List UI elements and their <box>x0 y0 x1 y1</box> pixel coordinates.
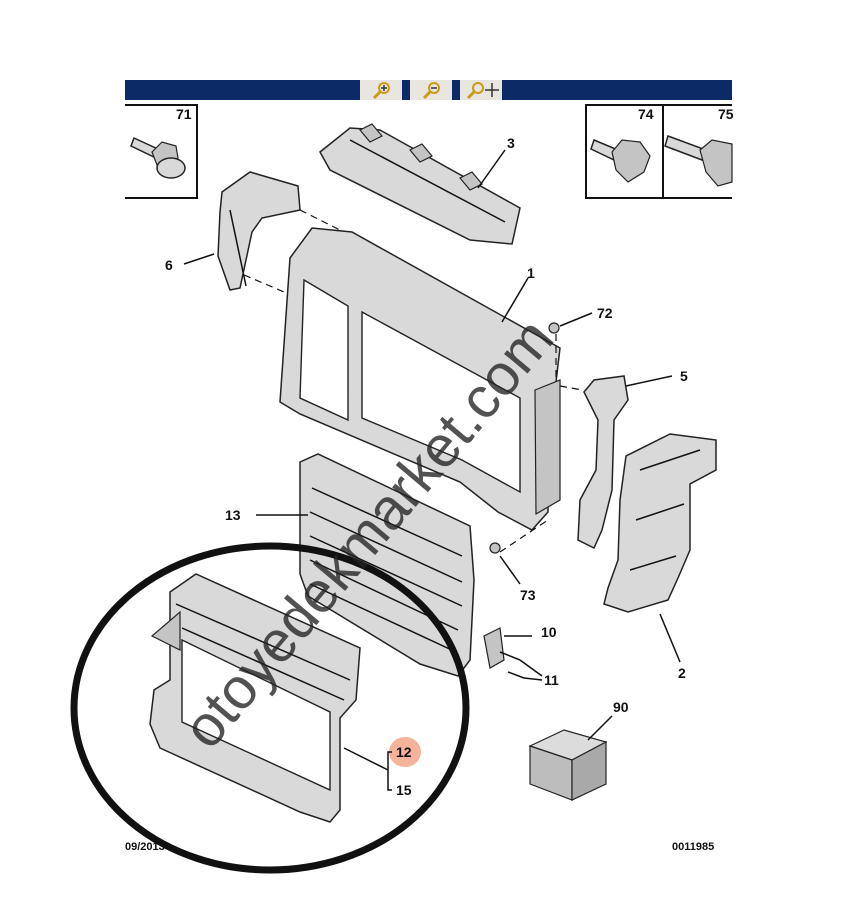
zoom-pan-icon <box>466 82 499 100</box>
part-3-upper-crossmember[interactable]: 3 <box>319 123 521 245</box>
highlight-circle <box>70 542 470 874</box>
callout-74: 74 <box>638 106 654 122</box>
callout-15: 15 <box>396 782 412 798</box>
footer-date: 09/2013 <box>125 841 165 853</box>
callout-11: 11 <box>544 672 559 688</box>
zoom-pan-button[interactable] <box>460 80 502 100</box>
callout-5: 5 <box>680 368 688 384</box>
zoom-out-button[interactable] <box>410 80 452 100</box>
callout-75: 75 <box>718 106 734 122</box>
part-2-side-deflector[interactable]: 2 <box>603 433 717 681</box>
part-90-kit[interactable]: 90 <box>528 699 629 801</box>
part-13-shutter[interactable]: 13 <box>225 453 475 677</box>
part-6-left-bracket[interactable]: 6 <box>165 171 361 321</box>
callout-2: 2 <box>678 665 686 681</box>
callout-72: 72 <box>597 305 613 321</box>
part-12-lower-frame[interactable]: 12 15 <box>149 573 421 823</box>
callout-12: 12 <box>396 744 412 760</box>
viewer-toolbar <box>125 80 732 100</box>
callout-10: 10 <box>541 624 557 640</box>
bolt-box-71[interactable]: 71 <box>125 104 198 199</box>
callout-3: 3 <box>507 135 515 151</box>
callout-6: 6 <box>165 257 173 273</box>
part-5-right-bracket[interactable]: 5 <box>559 368 688 550</box>
callout-71: 71 <box>176 106 192 122</box>
bolt-box-74[interactable]: 74 <box>585 104 664 199</box>
footer-code: 0011985 <box>672 841 714 853</box>
part-10-actuator[interactable]: 10 <box>483 624 557 669</box>
callout-90: 90 <box>613 699 629 715</box>
part-1-front-panel[interactable]: 1 <box>279 227 561 531</box>
callout-1: 1 <box>527 265 535 281</box>
zoom-in-button[interactable] <box>360 80 402 100</box>
zoom-in-icon <box>372 82 390 100</box>
bolt-box-75[interactable]: 75 <box>662 104 734 199</box>
callout-73: 73 <box>520 587 536 603</box>
part-72-fastener[interactable]: 72 <box>548 305 613 380</box>
zoom-out-icon <box>422 82 440 100</box>
callout-13: 13 <box>225 507 241 523</box>
part-73-clip[interactable]: 73 <box>489 519 549 603</box>
part-11-screws[interactable]: 11 <box>499 651 559 688</box>
